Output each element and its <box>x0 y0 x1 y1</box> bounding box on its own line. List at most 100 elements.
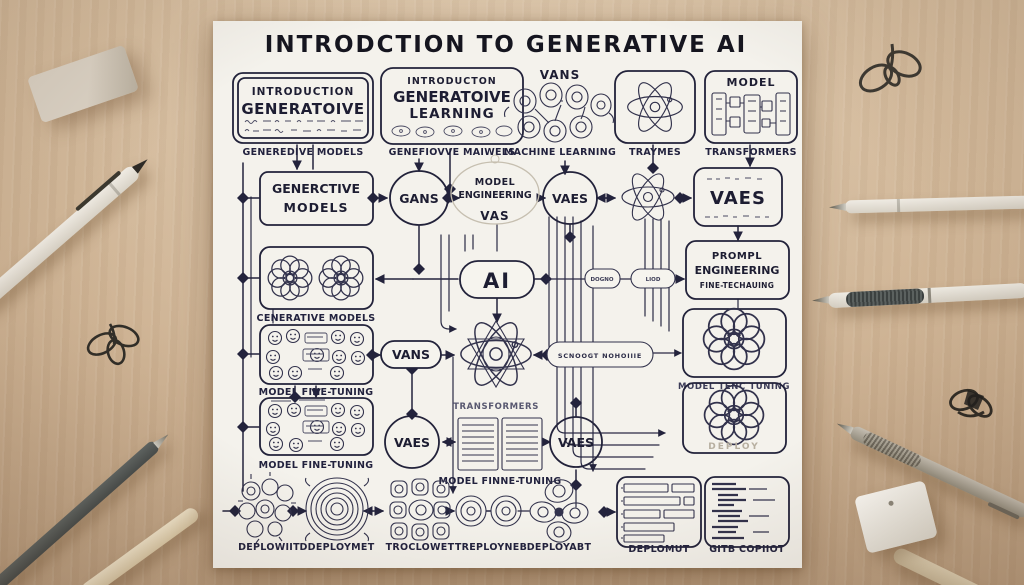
node-label: DOGNO <box>590 277 613 283</box>
scribble-doodle <box>705 177 769 218</box>
connector-lines <box>222 144 755 518</box>
caption-model-fine-tuning-2: MODEL FINE-TUNING <box>259 460 374 471</box>
network-doodle <box>503 82 615 143</box>
node-label: VAES <box>558 435 594 450</box>
code-doodle <box>704 476 790 548</box>
node-label: INTRODUCTION <box>252 86 355 98</box>
node-label: MODEL <box>727 76 776 89</box>
node-prompt-engineering: PROMPL ENGINEERING FINE-TECHAUING <box>685 240 790 300</box>
node-pill-wide: SCNOOGT NOHOIIIE <box>546 341 654 368</box>
node-label: FINE-TECHAUING <box>700 281 774 290</box>
white-pen-right <box>845 195 1024 214</box>
pen-tip <box>132 156 151 174</box>
caption-transformers-1: TRANSFORMERS <box>705 147 797 158</box>
caption-deployment-5: DEPLOYABT <box>527 542 592 553</box>
pen-tip <box>835 420 854 434</box>
atom-doodle-2 <box>621 168 675 226</box>
pen-grip <box>845 288 925 308</box>
node-label: GENERCTIVE <box>272 181 360 196</box>
deployment-cluster-doodle <box>238 472 296 544</box>
node-vaes-box: VAES <box>693 167 783 227</box>
node-label: MODELS <box>284 200 349 215</box>
grid-doodle <box>389 478 451 541</box>
node-ai: AI <box>459 260 535 299</box>
node-label: VAS <box>480 209 509 223</box>
node-model-engineering-cloud: MODEL ENGINEERING VAS <box>450 154 540 225</box>
scribble-doodle <box>271 399 330 442</box>
blob-cluster-doodle <box>529 479 589 543</box>
flower-doodle <box>267 255 313 301</box>
node-label: GENERATOIVE <box>393 88 511 106</box>
node-label: MODEL <box>475 177 515 188</box>
caption-model-fine-tuning-1: MODEL FINE-TUNING <box>259 387 374 398</box>
pen-ring <box>927 287 932 303</box>
node-label: VAES <box>710 188 766 209</box>
page-title: INTRODCTION TO GENERATIVE AI <box>265 32 747 58</box>
circuit-doodle <box>711 92 791 136</box>
node-label: PROMPL <box>712 251 762 262</box>
node-label: VAES <box>552 191 588 206</box>
binder-clip-bottom-right <box>949 388 993 418</box>
pen-band <box>896 198 901 213</box>
white-pen-left <box>0 163 142 317</box>
two-circles-doodle <box>455 495 522 527</box>
wire-ribbon-top-right <box>858 43 922 93</box>
node-pill-a: DOGNO <box>584 268 621 289</box>
binder-clip-left <box>86 323 140 366</box>
caption-model-fine-tuning-3: MODEL FINNE-TUNING <box>438 476 561 487</box>
node-model-transformers: MODEL <box>704 70 798 144</box>
node-model-tuning-flowers-1 <box>682 307 787 378</box>
flower-doodle <box>702 307 766 371</box>
caption-traymes: TRAYMES <box>629 147 681 158</box>
node-fine-tuning-grid-1 <box>259 324 374 385</box>
beige-pencil-bottom-left <box>78 505 202 585</box>
white-eraser-bottom-right <box>854 480 938 554</box>
pen-band <box>107 181 121 196</box>
caption-deployment-6: DEPLOMUT <box>628 544 689 555</box>
grip-pen-right <box>828 282 1024 309</box>
caption-deployment-1: DEPLOWIIT <box>238 542 300 553</box>
node-label: INTRODUCTON <box>407 76 496 87</box>
flower-doodle <box>703 384 765 446</box>
atom-star-doodle <box>460 316 532 392</box>
node-gans: GANS <box>389 170 449 226</box>
node-deploy-flowers-2 <box>682 382 787 454</box>
node-label: SCNOOGT NOHOIIIE <box>558 352 642 360</box>
diagram: INTRODCTION TO GENERATIVE AI <box>222 32 798 555</box>
atom-doodle <box>627 77 683 137</box>
flower-doodle <box>318 255 364 301</box>
eraser-top-left <box>26 44 140 124</box>
node-label: VANS <box>392 347 430 362</box>
scribble-doodle <box>302 332 330 370</box>
spiral-doodle <box>304 477 370 542</box>
node-label: ENGINEERING <box>695 264 780 277</box>
caption-deploy-faint: DEPLOY <box>708 442 759 452</box>
scribble-doodle <box>391 125 513 138</box>
node-fine-tuning-grid-2 <box>259 397 374 456</box>
paper: INTRODCTION TO GENERATIVE AI <box>213 21 802 568</box>
caption-generative-models-3: CENERATIVE MODELS <box>257 313 376 324</box>
caption-generative-models-2: GENEFIOVVE MAIWELS <box>389 147 516 158</box>
caption-github-copilot: GITB COPIIOT <box>709 544 785 555</box>
node-vaes-circle-2: VAES <box>384 415 440 469</box>
node-label: VANS <box>540 68 580 82</box>
node-label: GENERATOIVE <box>241 100 364 118</box>
node-generative-models-box: GENERCTIVE MODELS <box>259 171 374 226</box>
node-generative-models-flowers <box>259 246 374 310</box>
pen-tip <box>829 203 846 211</box>
caption-generative-models-1: GENEREDIVE MODELS <box>242 147 363 158</box>
book-doodle <box>457 417 543 471</box>
beige-pencil-bottom-right <box>891 545 1024 585</box>
caption-machine-learning: MACHINE LEARNING <box>504 147 616 158</box>
node-label: LEARNING <box>409 106 494 122</box>
form-doodle <box>616 476 702 548</box>
node-traymes-atom <box>614 70 696 144</box>
caption-deployment-4: TREPLOYNEB <box>455 542 527 553</box>
node-label: VAES <box>394 435 430 450</box>
eraser-hole <box>888 500 895 507</box>
pen-tip <box>153 431 171 448</box>
caption-deployment-2: DDEPLOYMET <box>300 542 375 553</box>
node-label: GANS <box>399 191 438 206</box>
node-vaes-circle-1: VAES <box>542 171 598 225</box>
